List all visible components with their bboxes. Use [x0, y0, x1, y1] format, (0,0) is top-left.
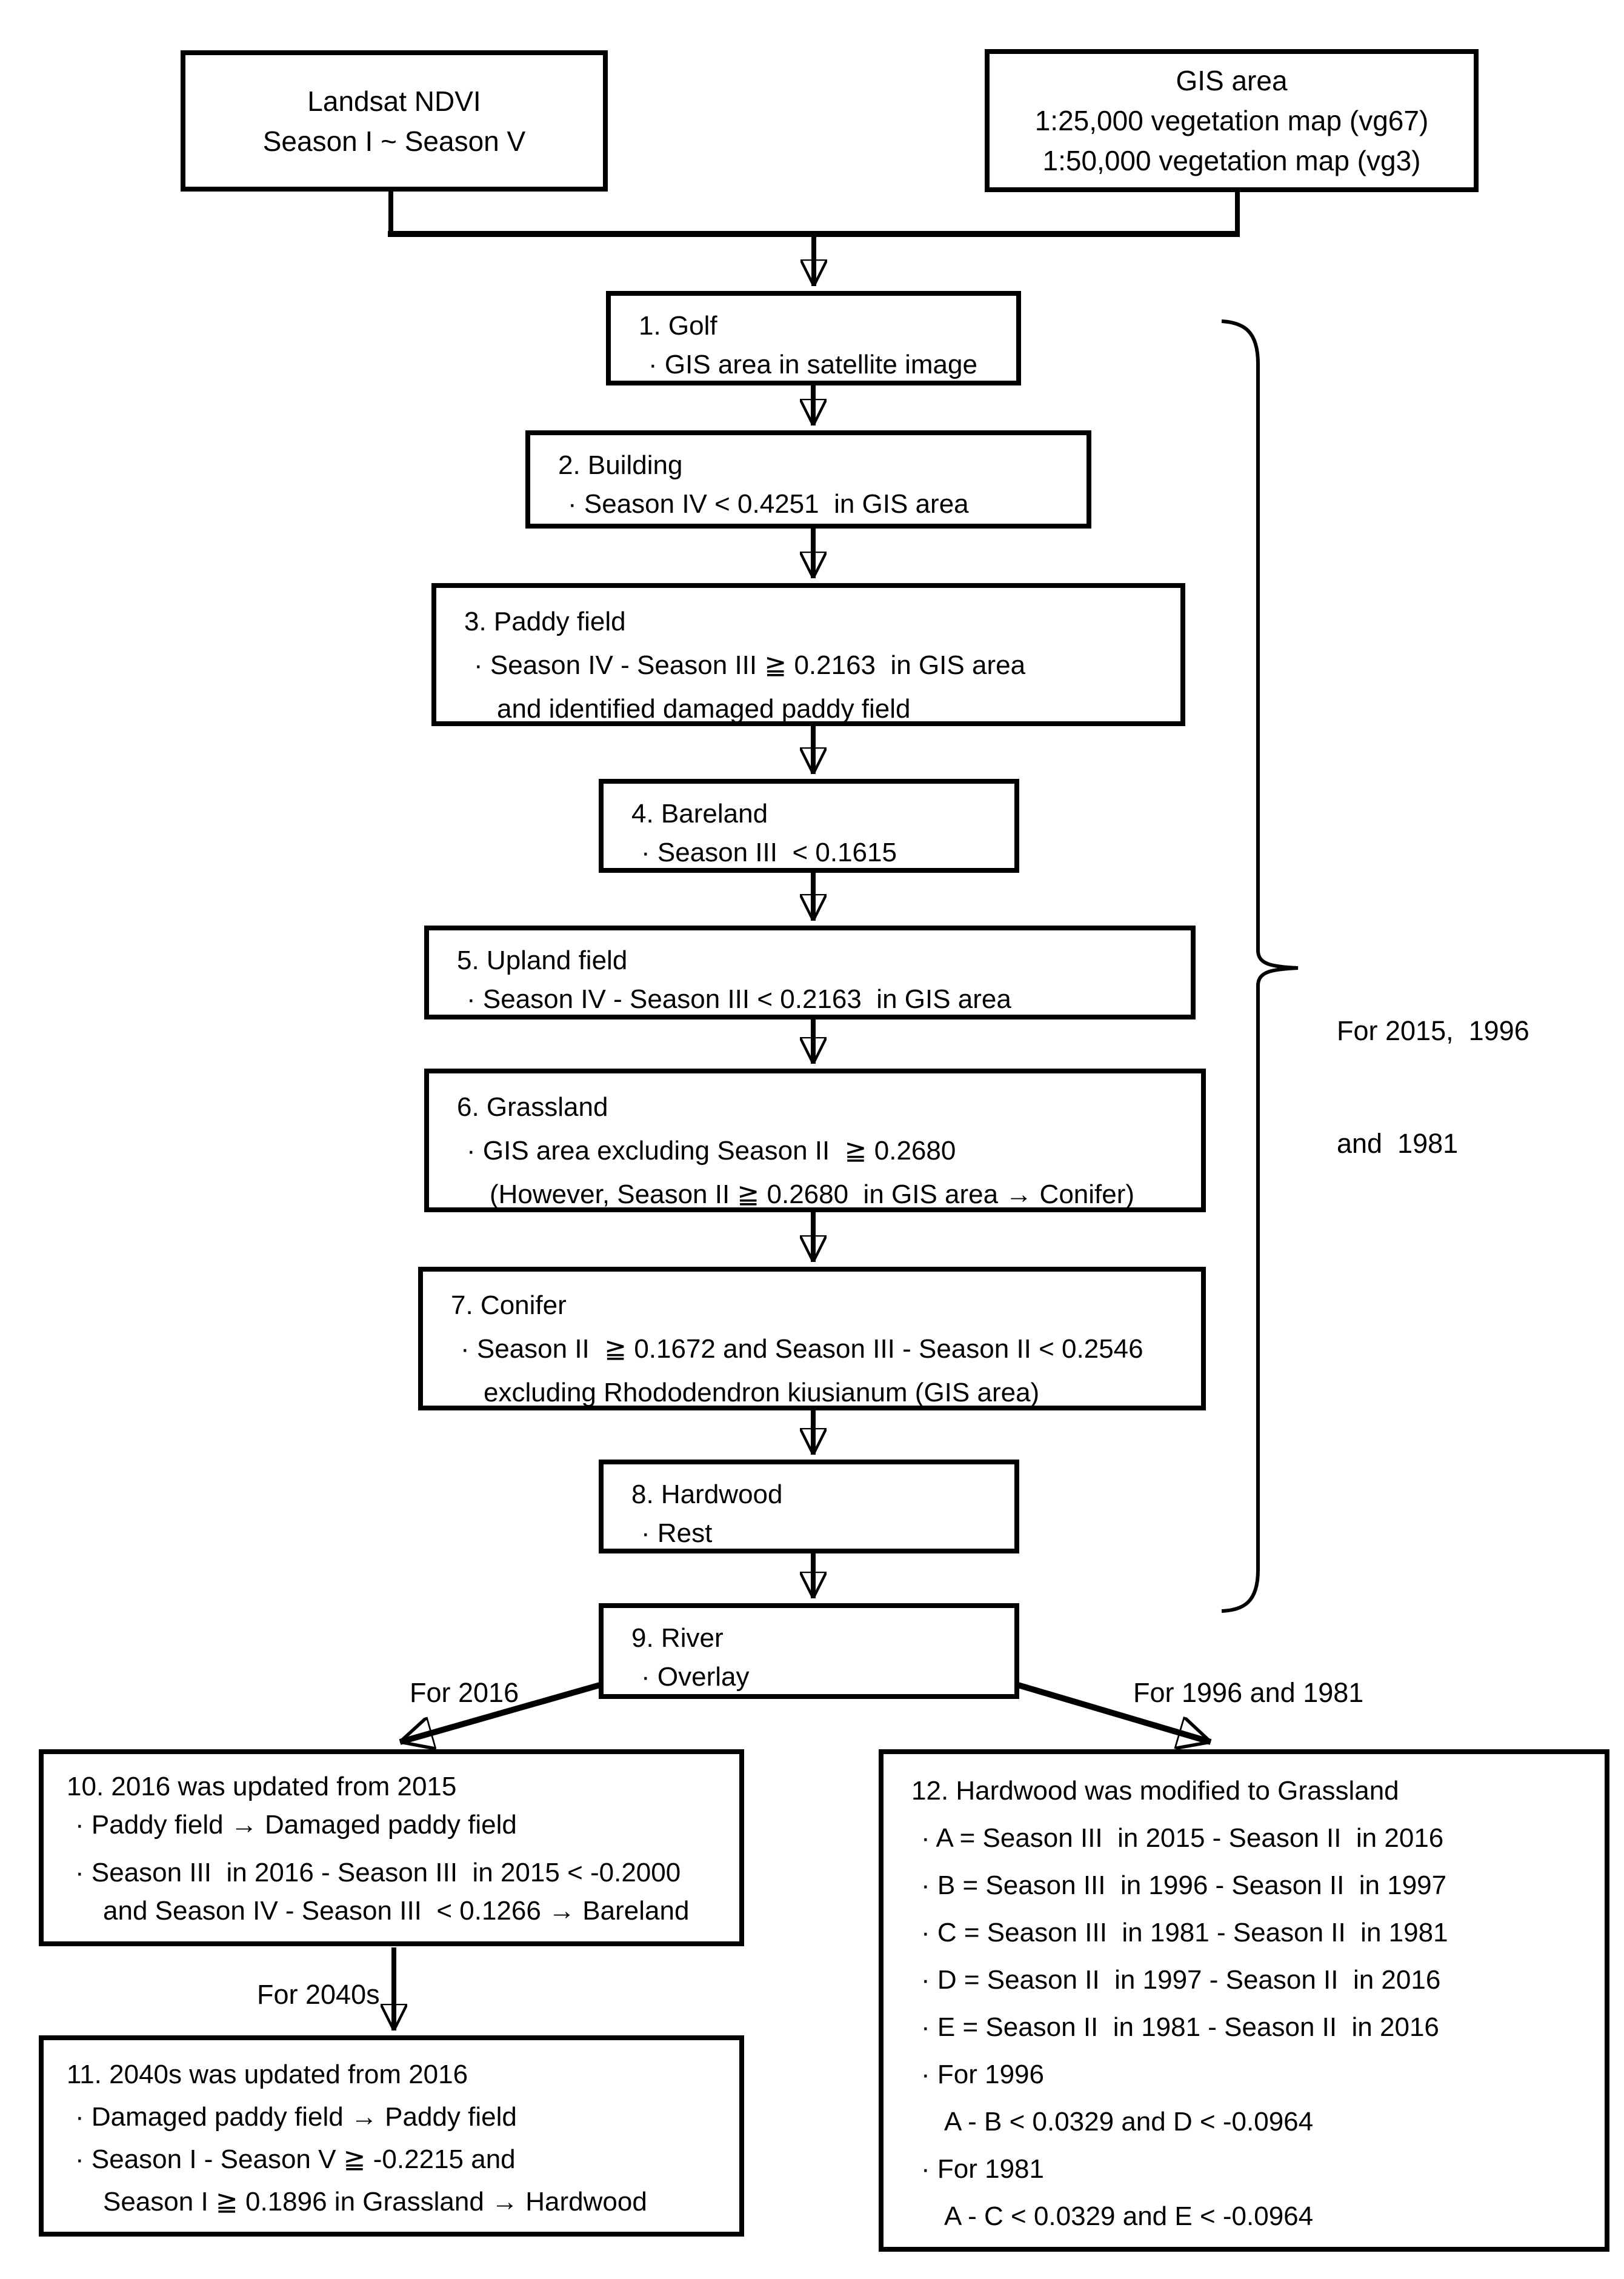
- rule-line: · Season III < 0.1615: [641, 838, 897, 867]
- rule-line: excluding Rhododendron kiusianum (GIS ar…: [484, 1378, 1040, 1407]
- step-title: 2. Building: [558, 450, 683, 480]
- rule-line: · C = Season III in 1981 - Season II in …: [921, 1918, 1448, 1947]
- step-title: 8. Hardwood: [631, 1480, 783, 1509]
- rule-line: · E = Season II in 1981 - Season II in 2…: [921, 2012, 1439, 2042]
- step-8-hardwood: 8. Hardwood · Rest: [599, 1460, 1019, 1553]
- source-line: 1:50,000 vegetation map (vg3): [1042, 145, 1421, 176]
- step-title: 6. Grassland: [457, 1092, 608, 1122]
- step-title: 7. Conifer: [451, 1290, 567, 1320]
- step-9-river: 9. River · Overlay: [599, 1603, 1019, 1699]
- rule-line: A - B < 0.0329 and D < -0.0964: [944, 2107, 1314, 2137]
- arrow-9-12: [1017, 1682, 1211, 1742]
- step-10-update-2016: 10. 2016 was updated from 2015 · Paddy f…: [39, 1749, 744, 1946]
- rule-line: A - C < 0.0329 and E < -0.0964: [944, 2201, 1314, 2231]
- step-2-building: 2. Building · Season IV < 0.4251 in GIS …: [525, 430, 1091, 529]
- rule-line: · Season IV - Season III ≧ 0.2163 in GIS…: [474, 650, 1026, 680]
- step-3-paddy-field: 3. Paddy field · Season IV - Season III …: [431, 583, 1185, 726]
- step-11-update-2040s: 11. 2040s was updated from 2016 · Damage…: [39, 2035, 744, 2237]
- step-title: 12. Hardwood was modified to Grassland: [911, 1776, 1399, 1806]
- step-title: 9. River: [631, 1623, 724, 1653]
- brace-label-line: For 2015, 1996: [1337, 1015, 1529, 1046]
- rule-line: · Season I - Season V ≧ -0.2215 and: [75, 2144, 516, 2174]
- rule-line: · Season II ≧ 0.1672 and Season III - Se…: [461, 1334, 1143, 1364]
- rule-line: and identified damaged paddy field: [497, 694, 911, 724]
- rule-line: · Overlay: [641, 1662, 750, 1692]
- brace-icon: [1221, 319, 1299, 1613]
- source-line: 1:25,000 vegetation map (vg67): [1034, 105, 1429, 136]
- step-12-hardwood-to-grassland: 12. Hardwood was modified to Grassland ·…: [879, 1749, 1609, 2252]
- rule-line: · B = Season III in 1996 - Season II in …: [921, 1870, 1447, 1900]
- rule-line: · GIS area in satellite image: [648, 350, 977, 379]
- box-gis-area: GIS area 1:25,000 vegetation map (vg67) …: [985, 49, 1479, 192]
- branch-label-2016: For 2016: [410, 1677, 519, 1708]
- arrow-9-10: [400, 1682, 601, 1742]
- rule-line: · For 1981: [921, 2154, 1044, 2184]
- step-title: 11. 2040s was updated from 2016: [67, 2060, 468, 2089]
- step-title: 3. Paddy field: [464, 607, 626, 636]
- step-5-upland-field: 5. Upland field · Season IV - Season III…: [424, 926, 1196, 1019]
- rule-line: Season I ≧ 0.1896 in Grassland → Hardwoo…: [103, 2187, 647, 2217]
- brace-label-line: and 1981: [1337, 1128, 1459, 1159]
- rule-line: · Season III in 2016 - Season III in 201…: [75, 1858, 681, 1887]
- branch-label-2040s: For 2040s: [257, 1979, 380, 2010]
- brace-label: For 2015, 1996 and 1981: [1337, 937, 1529, 1238]
- step-7-conifer: 7. Conifer · Season II ≧ 0.1672 and Seas…: [418, 1267, 1206, 1410]
- rule-line: · A = Season III in 2015 - Season II in …: [921, 1823, 1444, 1853]
- step-title: 5. Upland field: [457, 946, 628, 975]
- source-title: GIS area: [1176, 65, 1288, 96]
- box-landsat-ndvi: Landsat NDVI Season I ~ Season V: [181, 50, 608, 192]
- rule-line: · Season IV - Season III < 0.2163 in GIS…: [467, 984, 1011, 1014]
- step-title: 1. Golf: [639, 311, 717, 341]
- rule-line: · For 1996: [921, 2060, 1044, 2089]
- rule-line: · Paddy field → Damaged paddy field: [75, 1810, 517, 1840]
- source-title: Landsat NDVI: [307, 85, 481, 117]
- source-subtitle: Season I ~ Season V: [262, 125, 526, 157]
- step-4-bareland: 4. Bareland · Season III < 0.1615: [599, 779, 1019, 873]
- branch-label-1996-1981: For 1996 and 1981: [1133, 1677, 1364, 1708]
- step-1-golf: 1. Golf · GIS area in satellite image: [606, 291, 1021, 385]
- rule-line: · Damaged paddy field → Paddy field: [75, 2102, 517, 2132]
- rule-line: and Season IV - Season III < 0.1266 → Ba…: [103, 1896, 690, 1926]
- rule-line: · GIS area excluding Season II ≧ 0.2680: [467, 1136, 956, 1166]
- step-6-grassland: 6. Grassland · GIS area excluding Season…: [424, 1069, 1206, 1212]
- rule-line: · D = Season II in 1997 - Season II in 2…: [921, 1965, 1441, 1995]
- rule-line: · Rest: [641, 1518, 713, 1548]
- step-title: 4. Bareland: [631, 799, 768, 829]
- rule-line: (However, Season II ≧ 0.2680 in GIS area…: [490, 1180, 1135, 1209]
- step-title: 10. 2016 was updated from 2015: [67, 1772, 457, 1801]
- rule-line: · Season IV < 0.4251 in GIS area: [568, 489, 969, 519]
